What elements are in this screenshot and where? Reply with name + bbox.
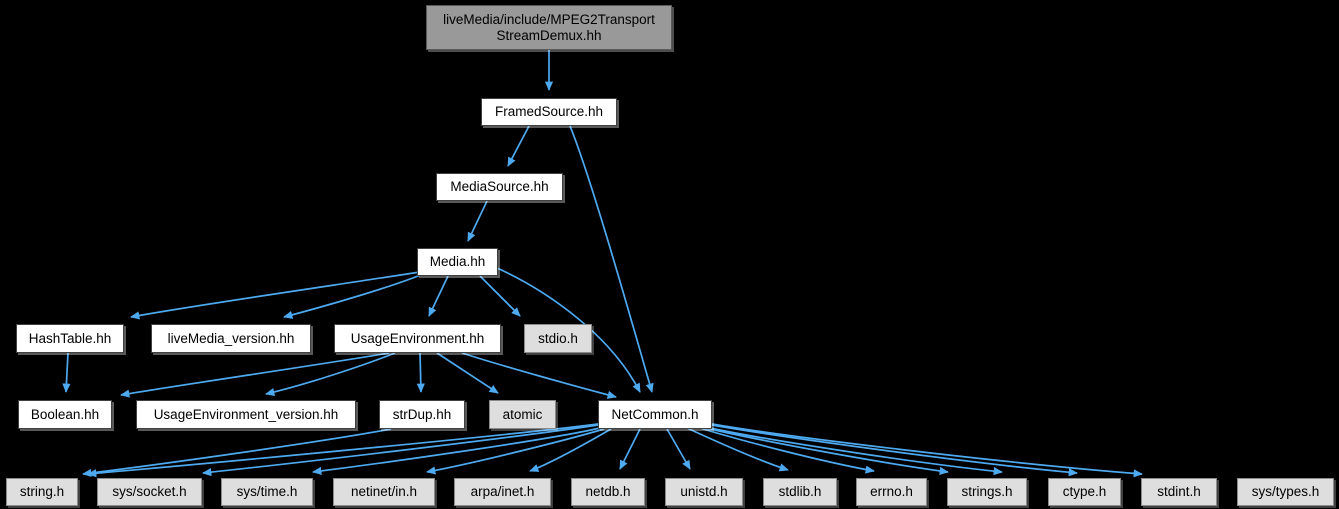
graph-node-label: unistd.h (680, 484, 728, 500)
edge-usageenv-to-netcommon (461, 352, 617, 399)
graph-node-label: UsageEnvironment_version.hh (153, 406, 339, 422)
edge-netcommon-to-arpainet (529, 428, 612, 472)
graph-node-label: netdb.h (585, 484, 631, 500)
graph-node-label: netinet/in.h (350, 484, 418, 500)
graph-node-label: MediaSource.hh (450, 179, 549, 195)
graph-node-label: ctype.h (1062, 484, 1107, 500)
edge-netcommon-to-netinetin (426, 428, 605, 475)
graph-node-label: strDup.hh (392, 406, 452, 422)
graph-node-stdint_h[interactable]: stdint.h (1141, 478, 1217, 506)
graph-node-systime[interactable]: sys/time.h (221, 478, 313, 506)
graph-node-atomic[interactable]: atomic (489, 400, 556, 429)
graph-node-framedsource[interactable]: FramedSource.hh (481, 98, 617, 126)
graph-node-label: Boolean.hh (30, 406, 100, 422)
graph-node-label: errno.h (870, 484, 913, 500)
edge-media-to-hashtable (130, 271, 421, 320)
edge-usageenv-to-atomic (436, 352, 499, 394)
graph-node-root: liveMedia/include/MPEG2Transport StreamD… (426, 5, 672, 50)
edge-netcommon-to-netdb (619, 428, 641, 470)
graph-node-errno_h[interactable]: errno.h (856, 478, 927, 506)
graph-node-netcommon[interactable]: NetCommon.h (598, 400, 712, 429)
graph-node-label: HashTable.hh (28, 330, 112, 346)
graph-node-label: arpa/inet.h (470, 484, 535, 500)
edge-usageenv-to-uevversion (265, 352, 396, 397)
graph-node-label: sys/socket.h (112, 484, 187, 500)
graph-node-strdup[interactable]: strDup.hh (379, 400, 465, 429)
edge-media-to-usageenv (428, 275, 449, 317)
edge-netcommon-to-strings_h (705, 427, 949, 475)
edge-usageenv-to-boolean (120, 352, 390, 398)
graph-node-label: Media.hh (429, 254, 486, 270)
graph-node-stdio[interactable]: stdio.h (524, 324, 592, 353)
edge-netcommon-to-ctype_h (709, 427, 1003, 476)
graph-node-mediasource[interactable]: MediaSource.hh (436, 173, 563, 201)
graph-node-strings_h[interactable]: strings.h (947, 478, 1027, 506)
graph-node-label: sys/types.h (1251, 484, 1320, 500)
graph-node-usageenv[interactable]: UsageEnvironment.hh (334, 324, 501, 353)
graph-node-label: stdint.h (1157, 484, 1201, 500)
graph-node-ctype_h[interactable]: ctype.h (1048, 478, 1121, 506)
graph-node-uevversion[interactable]: UsageEnvironment_version.hh (136, 400, 356, 429)
edge-strdup-to-string_h (82, 428, 392, 478)
graph-node-boolean[interactable]: Boolean.hh (18, 400, 112, 429)
graph-node-label: UsageEnvironment.hh (350, 330, 485, 346)
graph-node-label: sys/time.h (236, 484, 298, 500)
edge-netcommon-to-errno_h (699, 427, 875, 474)
edge-netcommon-to-systime (312, 427, 601, 476)
graph-node-arpainet[interactable]: arpa/inet.h (454, 478, 551, 506)
graph-node-systypes[interactable]: sys/types.h (1237, 478, 1334, 506)
graph-node-media[interactable]: Media.hh (417, 248, 498, 276)
edge-netcommon-to-stdlib (686, 427, 789, 472)
graph-node-string_h[interactable]: string.h (6, 478, 78, 506)
edge-netcommon-to-systypes (711, 423, 1143, 478)
edge-netcommon-to-stdint_h (711, 424, 1078, 477)
graph-node-label: strings.h (961, 484, 1013, 500)
graph-node-lmversion[interactable]: liveMedia_version.hh (151, 324, 311, 353)
graph-node-label: atomic (502, 406, 543, 422)
edge-hashtable-to-boolean (62, 352, 71, 393)
edge-media-to-lmversion (283, 273, 424, 319)
graph-node-label: NetCommon.h (611, 406, 699, 422)
graph-node-hashtable[interactable]: HashTable.hh (16, 324, 124, 353)
graph-node-label: liveMedia_version.hh (167, 330, 295, 346)
graph-node-stdlib[interactable]: stdlib.h (763, 478, 837, 506)
edge-framedsource-to-netcommon (569, 125, 654, 393)
graph-node-label: stdio.h (538, 330, 578, 346)
edge-usageenv-to-strdup (416, 352, 425, 393)
graph-node-netdb[interactable]: netdb.h (571, 478, 645, 506)
edge-mediasource-to-media (467, 200, 488, 242)
graph-node-netinetin[interactable]: netinet/in.h (333, 478, 435, 506)
graph-node-label: FramedSource.hh (494, 104, 604, 120)
graph-node-label: string.h (19, 484, 65, 500)
graph-node-label: liveMedia/include/MPEG2Transport StreamD… (443, 11, 655, 43)
edge-media-to-stdio (479, 275, 521, 317)
edge-framedsource-to-mediasource (507, 125, 530, 167)
graph-node-syssocket[interactable]: sys/socket.h (97, 478, 202, 506)
edge-media-to-netcommon (496, 267, 641, 393)
edge-netcommon-to-string_h (87, 423, 599, 478)
graph-node-unistd[interactable]: unistd.h (665, 478, 743, 506)
edge-netcommon-to-unistd (666, 428, 691, 470)
graph-node-label: stdlib.h (778, 484, 822, 500)
edge-netcommon-to-syssocket (202, 424, 599, 477)
